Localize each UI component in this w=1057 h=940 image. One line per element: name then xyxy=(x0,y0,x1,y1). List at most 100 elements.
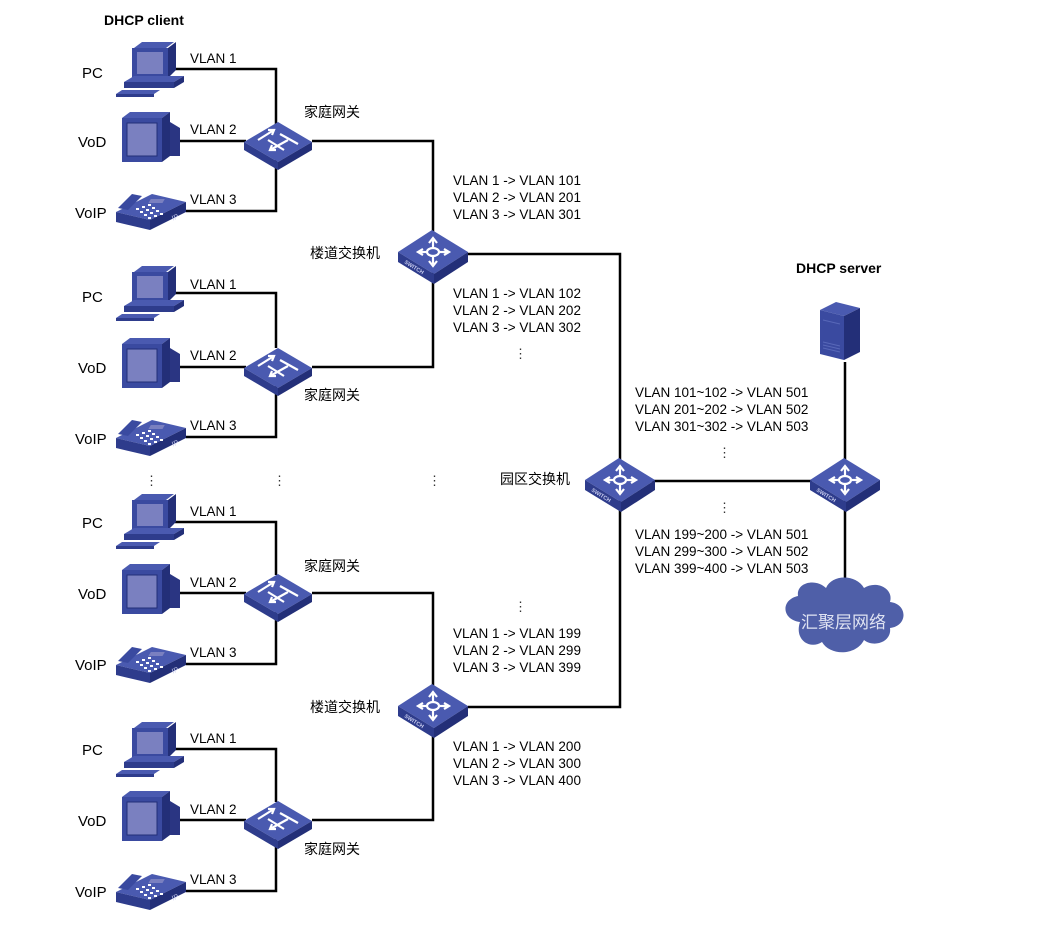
wire-g3-uplink xyxy=(312,591,435,686)
home-gateway-label: 家庭网关 xyxy=(304,104,360,121)
vlan-label: VLAN 3 xyxy=(190,645,237,660)
vlan-label: VLAN 1 xyxy=(190,51,237,66)
campus-switch-icon[interactable] xyxy=(583,456,657,514)
wire-g1-voip xyxy=(186,160,278,213)
floor-switch-label: 楼道交换机 xyxy=(310,245,380,262)
client-group-4: PC VoD VoIP VLAN 1 VLAN 2 VLAN 3 家庭网关 xyxy=(75,722,360,910)
vlan-mapping: VLAN 2 -> VLAN 201 xyxy=(453,190,581,205)
dhcp-server-title: DHCP server xyxy=(796,260,882,276)
campus-switch: 园区交换机 VLAN 101~102 -> VLAN 501 VLAN 201~… xyxy=(500,385,808,576)
wire-g2-uplink xyxy=(312,268,435,369)
vod-icon[interactable] xyxy=(121,337,181,389)
floor-switch-label: 楼道交换机 xyxy=(310,699,380,716)
vlan-label: VLAN 1 xyxy=(190,504,237,519)
dhcp-client-title: DHCP client xyxy=(104,12,184,28)
campus-switch-label: 园区交换机 xyxy=(500,471,570,488)
wire-floor1-campus xyxy=(468,252,622,460)
wire-g3-pc xyxy=(175,520,278,575)
ellipsis: ⋮ xyxy=(718,500,731,515)
vod-label: VoD xyxy=(78,134,107,151)
vod-label: VoD xyxy=(78,360,107,377)
ellipsis: ⋮ xyxy=(273,473,286,488)
wire-g3-voip xyxy=(186,610,278,666)
voip-label: VoIP xyxy=(75,431,107,448)
client-group-1: PC VoD VoIP VLAN 1 VLAN 2 VLAN 3 家庭网关 xyxy=(75,42,360,230)
vod-label: VoD xyxy=(78,586,107,603)
pc-label: PC xyxy=(82,742,103,759)
vlan-label: VLAN 2 xyxy=(190,348,237,363)
vlan-mapping: VLAN 1 -> VLAN 200 xyxy=(453,739,581,754)
vlan-mapping: VLAN 2 -> VLAN 299 xyxy=(453,643,581,658)
vod-icon[interactable] xyxy=(121,790,181,842)
voip-phone-icon[interactable] xyxy=(116,874,186,910)
pc-label: PC xyxy=(82,65,103,82)
floor-switch-icon[interactable] xyxy=(396,228,470,286)
voip-phone-icon[interactable] xyxy=(116,420,186,456)
ellipsis: ⋮ xyxy=(514,346,527,361)
vlan-label: VLAN 3 xyxy=(190,192,237,207)
wire-g1-pc xyxy=(175,67,278,125)
wire-g2-pc xyxy=(175,291,278,348)
floor-switch-icon[interactable] xyxy=(396,682,470,740)
vlan-label: VLAN 2 xyxy=(190,575,237,590)
wire-g2-voip xyxy=(186,385,278,439)
ellipsis: ⋮ xyxy=(514,599,527,614)
vlan-mapping: VLAN 199~200 -> VLAN 501 xyxy=(635,527,808,542)
ellipsis: ⋮ xyxy=(428,473,441,488)
ellipsis: ⋮ xyxy=(718,445,731,460)
client-group-3: PC VoD VoIP VLAN 1 VLAN 2 VLAN 3 家庭网关 xyxy=(75,494,360,683)
voip-label: VoIP xyxy=(75,205,107,222)
aggregation-network-label: 汇聚层网络 xyxy=(801,613,886,633)
vlan-label: VLAN 3 xyxy=(190,418,237,433)
vod-label: VoD xyxy=(78,813,107,830)
vlan-mapping: VLAN 2 -> VLAN 202 xyxy=(453,303,581,318)
wire-g4-voip xyxy=(186,838,278,893)
voip-phone-icon[interactable] xyxy=(116,647,186,683)
home-gateway-label: 家庭网关 xyxy=(304,387,360,404)
vlan-mapping: VLAN 2 -> VLAN 300 xyxy=(453,756,581,771)
vlan-mapping: VLAN 3 -> VLAN 399 xyxy=(453,660,581,675)
pc-icon[interactable] xyxy=(116,266,184,321)
wire-g1-uplink xyxy=(312,139,435,235)
home-gateway-icon[interactable] xyxy=(242,346,314,398)
vlan-label: VLAN 1 xyxy=(190,731,237,746)
ellipsis: ⋮ xyxy=(145,473,158,488)
vlan-mapping: VLAN 3 -> VLAN 302 xyxy=(453,320,581,335)
voip-label: VoIP xyxy=(75,657,107,674)
aggregation-network-cloud[interactable]: 汇聚层网络 xyxy=(785,577,904,653)
vlan-mapping: VLAN 201~202 -> VLAN 502 xyxy=(635,402,808,417)
floor-switch-2: ⋮ VLAN 1 -> VLAN 199 VLAN 2 -> VLAN 299 … xyxy=(310,599,581,788)
vlan-label: VLAN 2 xyxy=(190,122,237,137)
vlan-label: VLAN 3 xyxy=(190,872,237,887)
pc-icon[interactable] xyxy=(116,42,184,97)
home-gateway-icon[interactable] xyxy=(242,799,314,851)
client-group-2: PC VoD VoIP VLAN 1 VLAN 2 VLAN 3 家庭网关 xyxy=(75,266,360,456)
home-gateway-icon[interactable] xyxy=(242,120,314,172)
dhcp-server-icon[interactable] xyxy=(819,301,861,361)
pc-label: PC xyxy=(82,515,103,532)
server-side: 汇聚层网络 xyxy=(785,301,904,653)
vlan-mapping: VLAN 301~302 -> VLAN 503 xyxy=(635,419,808,434)
pc-icon[interactable] xyxy=(116,494,184,549)
pc-label: PC xyxy=(82,289,103,306)
core-switch-icon[interactable] xyxy=(808,456,882,514)
home-gateway-label: 家庭网关 xyxy=(304,841,360,858)
home-gateway-label: 家庭网关 xyxy=(304,558,360,575)
home-gateway-icon[interactable] xyxy=(242,572,314,624)
voip-label: VoIP xyxy=(75,884,107,901)
vlan-mapping: VLAN 399~400 -> VLAN 503 xyxy=(635,561,808,576)
cloud-icon xyxy=(785,577,904,653)
vod-icon[interactable] xyxy=(121,563,181,615)
vod-icon[interactable] xyxy=(121,111,181,163)
pc-icon[interactable] xyxy=(116,722,184,777)
floor-switch-1: 楼道交换机 VLAN 1 -> VLAN 101 VLAN 2 -> VLAN … xyxy=(310,173,581,361)
vlan-label: VLAN 1 xyxy=(190,277,237,292)
vlan-mapping: VLAN 101~102 -> VLAN 501 xyxy=(635,385,808,400)
wire-g4-pc xyxy=(175,747,278,802)
voip-phone-icon[interactable] xyxy=(116,194,186,230)
vlan-mapping: VLAN 299~300 -> VLAN 502 xyxy=(635,544,808,559)
vlan-mapping: VLAN 1 -> VLAN 199 xyxy=(453,626,581,641)
wires xyxy=(175,67,847,893)
wire-floor2-campus xyxy=(468,500,622,709)
